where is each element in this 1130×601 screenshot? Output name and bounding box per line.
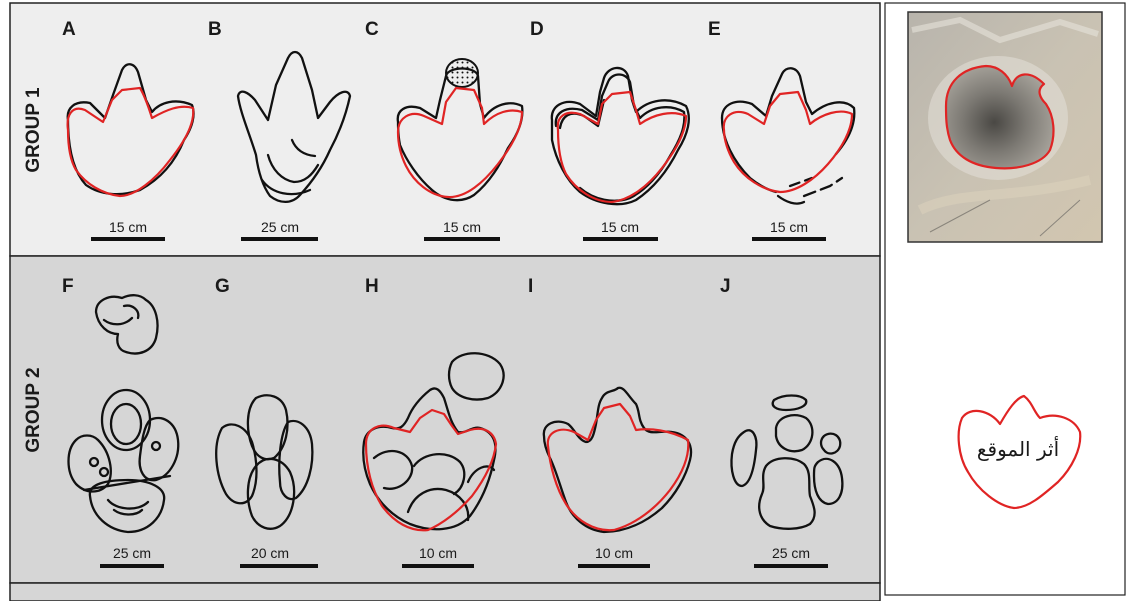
group-2-label: GROUP 2: [23, 367, 44, 452]
panel-letter-d: D: [530, 19, 544, 40]
scale-label-a: 15 cm: [109, 219, 147, 235]
site-track-photo: [908, 12, 1102, 242]
scale-label-d: 15 cm: [601, 219, 639, 235]
scale-label-j: 25 cm: [772, 545, 810, 561]
site-track-label: أثر الموقع: [977, 436, 1059, 461]
scale-label-h: 10 cm: [419, 545, 457, 561]
panel-letter-g: G: [215, 276, 230, 297]
panel-letter-c: C: [365, 19, 379, 40]
scale-label-b: 25 cm: [261, 219, 299, 235]
panel-letter-e: E: [708, 19, 721, 40]
scale-label-f: 25 cm: [113, 545, 151, 561]
panel-letter-b: B: [208, 19, 222, 40]
scale-label-g: 20 cm: [251, 545, 289, 561]
group-1-label: GROUP 1: [23, 87, 44, 173]
group-3-panel-edge: [10, 583, 880, 601]
panel-letter-j: J: [720, 276, 731, 297]
scale-label-i: 10 cm: [595, 545, 633, 561]
panel-letter-i: I: [528, 276, 533, 297]
scale-label-e: 15 cm: [770, 219, 808, 235]
panel-letter-a: A: [62, 19, 76, 40]
panel-letter-f: F: [62, 276, 74, 297]
panel-letter-h: H: [365, 276, 379, 297]
scale-label-c: 15 cm: [443, 219, 481, 235]
